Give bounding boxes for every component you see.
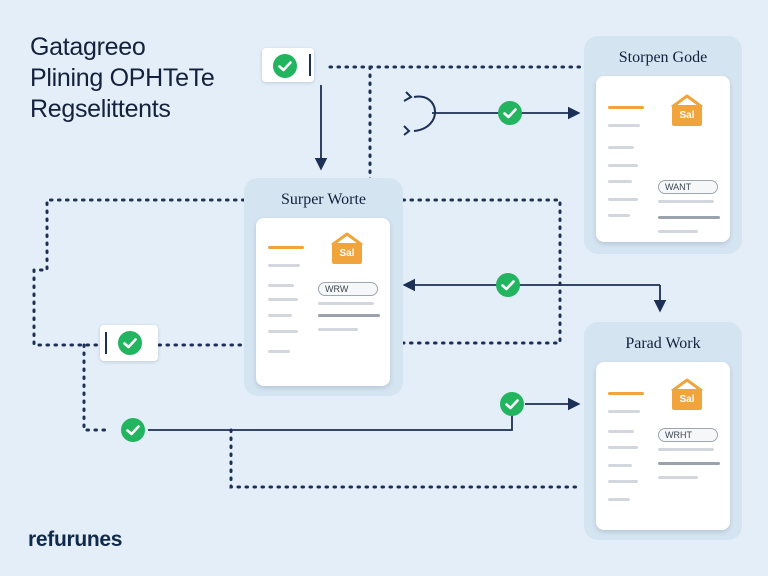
document-icon: Sal WRHT bbox=[596, 362, 730, 530]
house-icon: Sal bbox=[670, 94, 704, 126]
document-icon: Sal WRW bbox=[256, 218, 390, 386]
dotted-connector bbox=[229, 428, 584, 489]
status-tag: WRW bbox=[318, 282, 378, 296]
check-icon bbox=[496, 273, 520, 297]
header-line bbox=[608, 392, 644, 395]
title-line-2: Plining OPHTeTe bbox=[30, 64, 215, 92]
card-title: Storpen Gode bbox=[618, 49, 708, 66]
header-line bbox=[608, 106, 644, 109]
document-icon: Sal WANT bbox=[596, 76, 730, 242]
diagram-title: Gatagreeo Plining OPHTeTe Regselittents bbox=[30, 32, 215, 125]
check-icon bbox=[498, 101, 522, 125]
dotted-connector bbox=[32, 198, 246, 347]
check-icon bbox=[500, 392, 524, 416]
card-title: Surper Worte bbox=[280, 191, 367, 208]
card-storpen-gode[interactable]: Storpen Gode Sal WANT bbox=[584, 36, 742, 254]
loop-icon bbox=[403, 91, 436, 136]
status-tag: WRHT bbox=[658, 428, 718, 442]
check-icon bbox=[273, 54, 297, 78]
dotted-connector bbox=[401, 198, 562, 345]
title-line-3: Regselittents bbox=[30, 95, 171, 123]
title-line-1: Gatagreeo bbox=[30, 33, 146, 61]
house-icon: Sal bbox=[670, 378, 704, 410]
check-icon bbox=[118, 331, 142, 355]
house-icon: Sal bbox=[330, 232, 364, 264]
card-title: Parad Work bbox=[625, 335, 701, 352]
header-line bbox=[268, 246, 304, 249]
card-parad-work[interactable]: Parad Work Sal WRHT bbox=[584, 322, 742, 540]
solid-arrow bbox=[148, 404, 513, 431]
brand-logo-text: refurunes bbox=[28, 528, 123, 551]
status-tag: WANT bbox=[658, 180, 718, 194]
card-surper-worte[interactable]: Surper Worte Sal WRW bbox=[244, 178, 403, 396]
check-icon bbox=[121, 418, 145, 442]
